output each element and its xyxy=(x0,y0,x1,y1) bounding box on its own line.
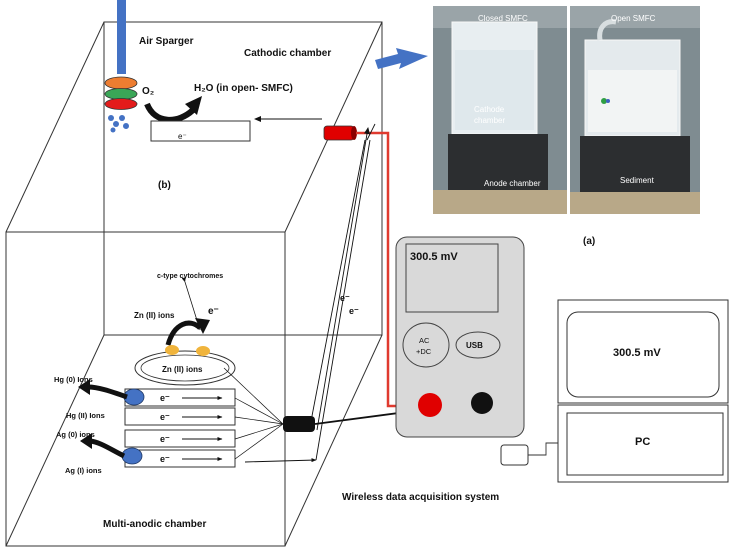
zn-curved-arrow xyxy=(165,320,202,346)
red-terminal[interactable] xyxy=(418,393,442,417)
ag1-label: Ag (I) ions xyxy=(65,466,102,475)
wire-electron-label: e⁻ xyxy=(349,306,359,316)
anode-bottom-arrow xyxy=(244,458,317,463)
label-b: (b) xyxy=(158,180,171,191)
plate-3-e: e⁻ xyxy=(160,434,170,444)
usb-label: USB xyxy=(466,341,483,350)
pc: 300.5 mV PC xyxy=(500,299,729,483)
usb-port[interactable] xyxy=(455,331,501,359)
c-type-cytochromes-label: c-type cytochromes xyxy=(157,273,223,280)
photo-open-smfc: Open SMFC Sediment xyxy=(570,6,700,214)
dongle-cable xyxy=(528,442,558,456)
anode-electron-labels: e⁻ e⁻ e⁻ e⁻ xyxy=(160,393,170,464)
plate-2-e: e⁻ xyxy=(160,412,170,422)
multimeter: 300.5 mV AC +DC USB xyxy=(395,236,525,438)
plate-4-e: e⁻ xyxy=(160,454,170,464)
reduction-arrowhead xyxy=(185,96,202,115)
reduction-arrow xyxy=(144,102,196,123)
pc-label: PC xyxy=(635,436,650,448)
anode-chamber-photo-label: Anode chamber xyxy=(484,179,541,188)
photo-pointer-arrow xyxy=(375,48,428,69)
pc-base-inner xyxy=(566,412,724,476)
cathode-electrode-e-label: e⁻ xyxy=(178,132,187,141)
sparger-disc-orange xyxy=(104,76,138,90)
air-bubbles xyxy=(108,115,129,133)
black-terminal[interactable] xyxy=(471,392,493,414)
cytochrome-left xyxy=(165,345,179,355)
multimeter-display xyxy=(405,243,499,313)
hg0-label: Hg (0) Ions xyxy=(54,375,93,384)
cathodic-chamber-label: Cathodic chamber xyxy=(244,48,331,59)
multi-anodic-label: Multi-anodic chamber xyxy=(103,519,206,530)
hg-curved-arrow xyxy=(87,384,128,400)
cathode-electrode xyxy=(150,120,251,142)
usb-dongle xyxy=(500,444,529,466)
o2-label: O₂ xyxy=(142,86,154,97)
anode-plate-arrows xyxy=(182,396,223,461)
closed-smfc-label: Closed SMFC xyxy=(478,14,528,23)
cathode-connector xyxy=(323,125,355,141)
plate-1-e: e⁻ xyxy=(160,393,170,403)
ag-curved-arrow xyxy=(89,438,126,459)
h2o-label: H₂O (in open- SMFC) xyxy=(194,83,293,94)
cathode-connector-cap xyxy=(351,126,357,140)
sediment-photo-label: Sediment xyxy=(620,176,655,185)
zn-ions-label: Zn (II) ions xyxy=(134,311,175,320)
electron-flow-wires xyxy=(311,123,376,461)
cytochrome-right xyxy=(196,346,210,356)
ag-particle xyxy=(121,447,143,465)
ag-arrowhead xyxy=(80,433,92,449)
open-smfc-label: Open SMFC xyxy=(611,14,656,23)
wireless-label: Wireless data acquisition system xyxy=(342,492,499,503)
air-sparger-label: Air Sparger xyxy=(139,36,194,47)
anode-fan-wires xyxy=(223,367,284,460)
zn-ions-inner-label: Zn (II) ions xyxy=(162,365,203,374)
photo-closed-smfc: Closed SMFC Cathode chamber Anode chambe… xyxy=(433,6,567,214)
zn-anode-inner xyxy=(140,354,230,382)
hg2-label: Hg (II) Ions xyxy=(66,411,105,420)
sparger-disc-green xyxy=(104,88,138,100)
pc-reading: 300.5 mV xyxy=(613,347,661,359)
chamber-photo-label: chamber xyxy=(474,116,505,125)
pc-monitor-screen xyxy=(566,311,720,398)
wire-electron-label-2: e⁻ xyxy=(340,293,350,303)
cathode-photo-label: Cathode xyxy=(474,105,505,114)
hg-arrowhead xyxy=(78,379,90,395)
zn-electron-label: e⁻ xyxy=(208,306,219,317)
label-a: (a) xyxy=(583,236,595,247)
wire-up-arrow xyxy=(316,127,370,431)
zn-arrowhead xyxy=(195,318,210,334)
air-sparger-tube xyxy=(117,0,126,74)
anode-connector xyxy=(283,416,315,432)
ac-label: AC xyxy=(419,336,430,345)
multimeter-reading: 300.5 mV xyxy=(410,251,458,263)
ag0-label: Ag (0) ions xyxy=(56,430,95,439)
multi-anodic-chamber-box xyxy=(5,231,286,547)
ac-dc-button[interactable] xyxy=(402,322,450,368)
dc-label: +DC xyxy=(416,347,432,356)
sparger-disc-red xyxy=(104,98,138,110)
